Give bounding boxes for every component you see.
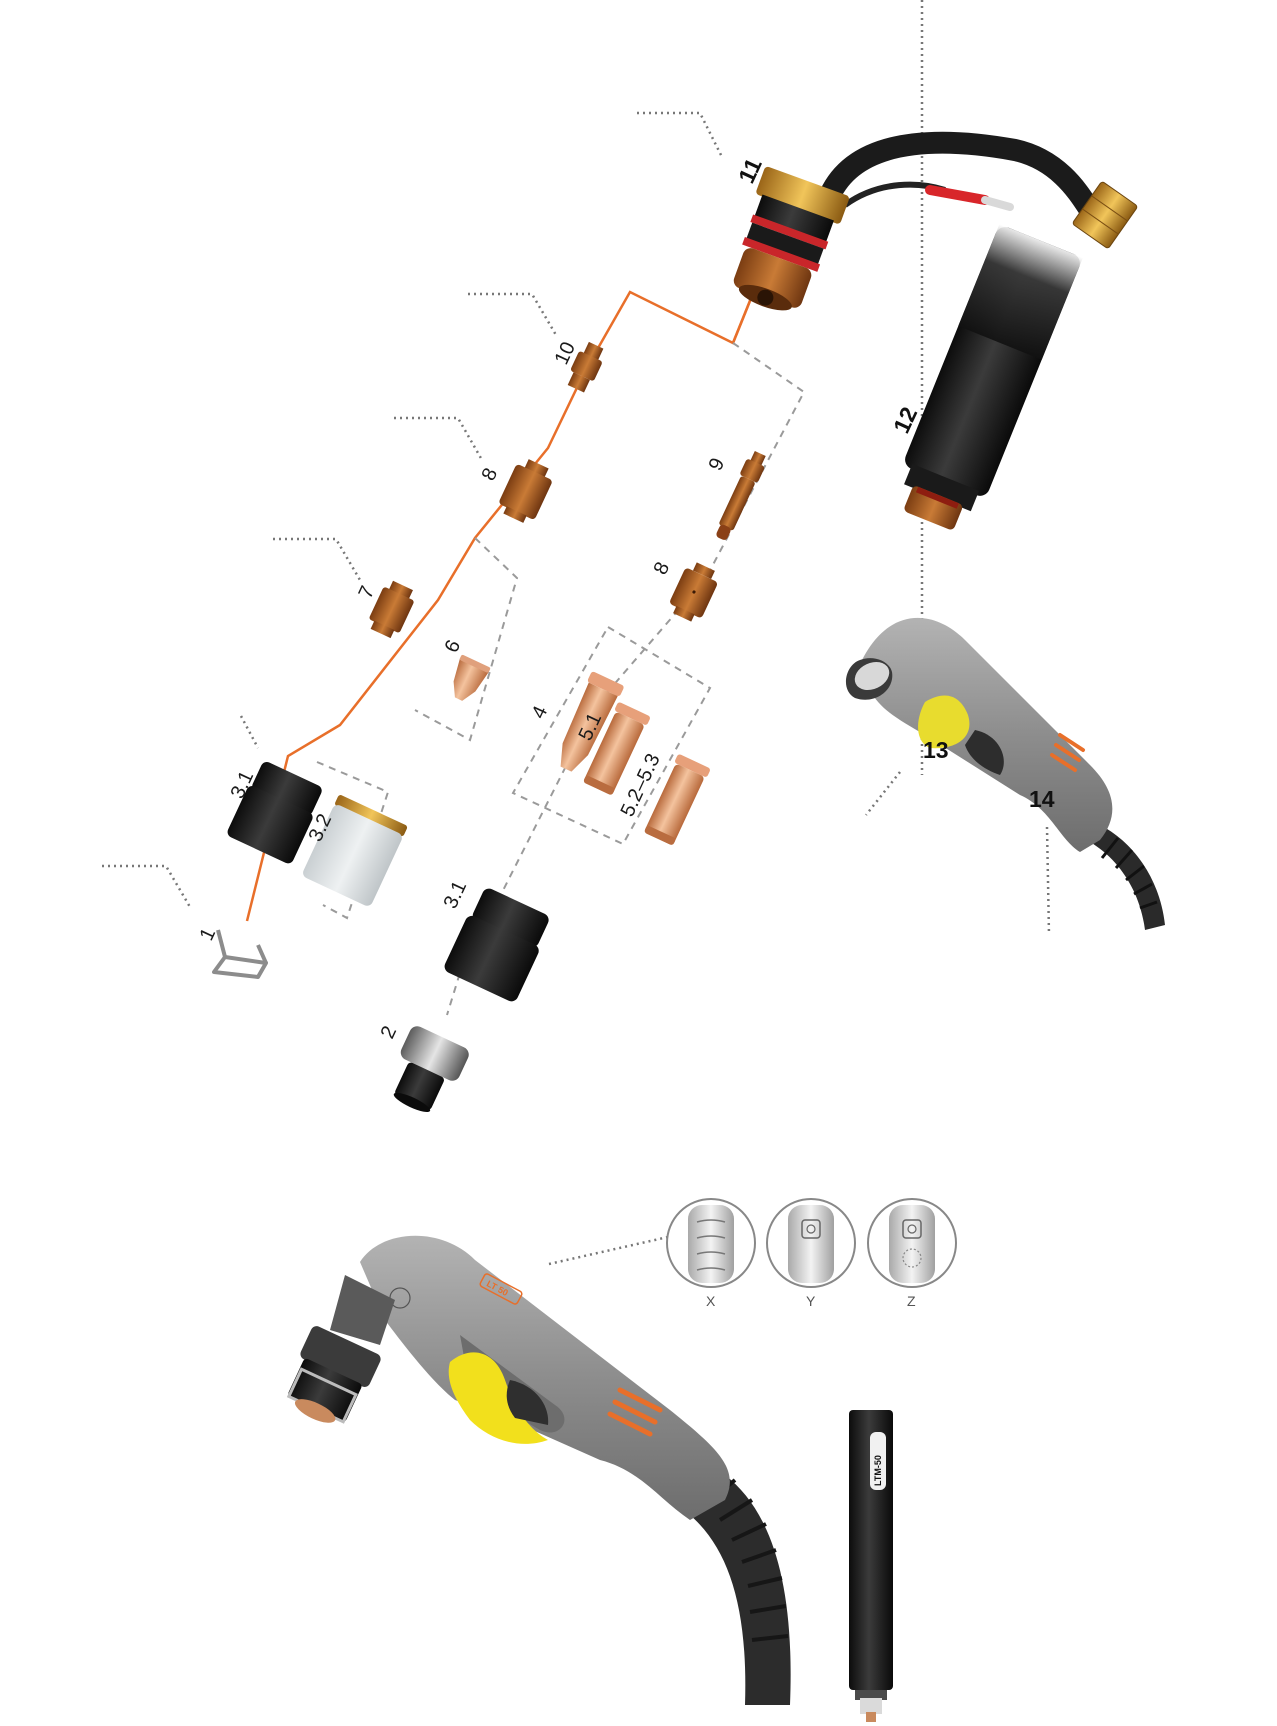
part-5-1-nozzle-long (583, 702, 650, 795)
torch-large-handle: LT 50 (286, 1235, 791, 1705)
part-4-nozzle (560, 671, 624, 772)
torch-small-handle (845, 617, 1165, 930)
part-12-handle-tube (904, 224, 1083, 530)
tube-label: LTM-50 (873, 1455, 883, 1486)
label-switch-z: Z (907, 1293, 916, 1309)
switch-option-z (867, 1198, 957, 1288)
ltm-50-tube-torch: LTM-50 (849, 1410, 893, 1722)
part-8-gas-distributor-lower (670, 562, 718, 622)
switch-option-y (766, 1198, 856, 1288)
label-part-4: 4 (528, 703, 553, 722)
part-5-2-nozzle-extended (644, 754, 710, 845)
part-3-2-ceramic-shield (303, 795, 408, 906)
label-part-3-1-center: 3.1 (440, 878, 472, 913)
assembly-lines-dashed (316, 342, 806, 1016)
label-part-6: 6 (441, 637, 466, 656)
label-part-2: 2 (377, 1023, 402, 1042)
label-part-7: 7 (355, 583, 380, 602)
part-9-electrode (716, 450, 766, 540)
part-10-torch-head-insulator (567, 341, 604, 393)
part-8-gas-distributor-upper (499, 459, 552, 523)
part-1-spacer-guide (212, 929, 268, 979)
part-3-1-shield-cap-center (444, 888, 549, 1002)
part-2-standoff-guide (393, 1026, 469, 1113)
label-part-8-lower: 8 (650, 559, 675, 578)
part-6-electrode-tip (453, 654, 491, 701)
label-part-9: 9 (705, 455, 730, 474)
leader-lines (102, 0, 1051, 1266)
part-11-central-connector (733, 131, 1138, 311)
label-switch-x: X (706, 1293, 716, 1309)
label-part-1: 1 (196, 925, 221, 944)
part-3-1-shield-cap-left (227, 761, 322, 864)
label-switch-y: Y (806, 1293, 816, 1309)
label-part-14: 14 (1029, 786, 1055, 812)
switch-option-x (666, 1198, 756, 1288)
part-7-swirl-ring (369, 580, 414, 639)
label-part-8-upper: 8 (478, 465, 503, 484)
label-part-13: 13 (923, 737, 949, 763)
